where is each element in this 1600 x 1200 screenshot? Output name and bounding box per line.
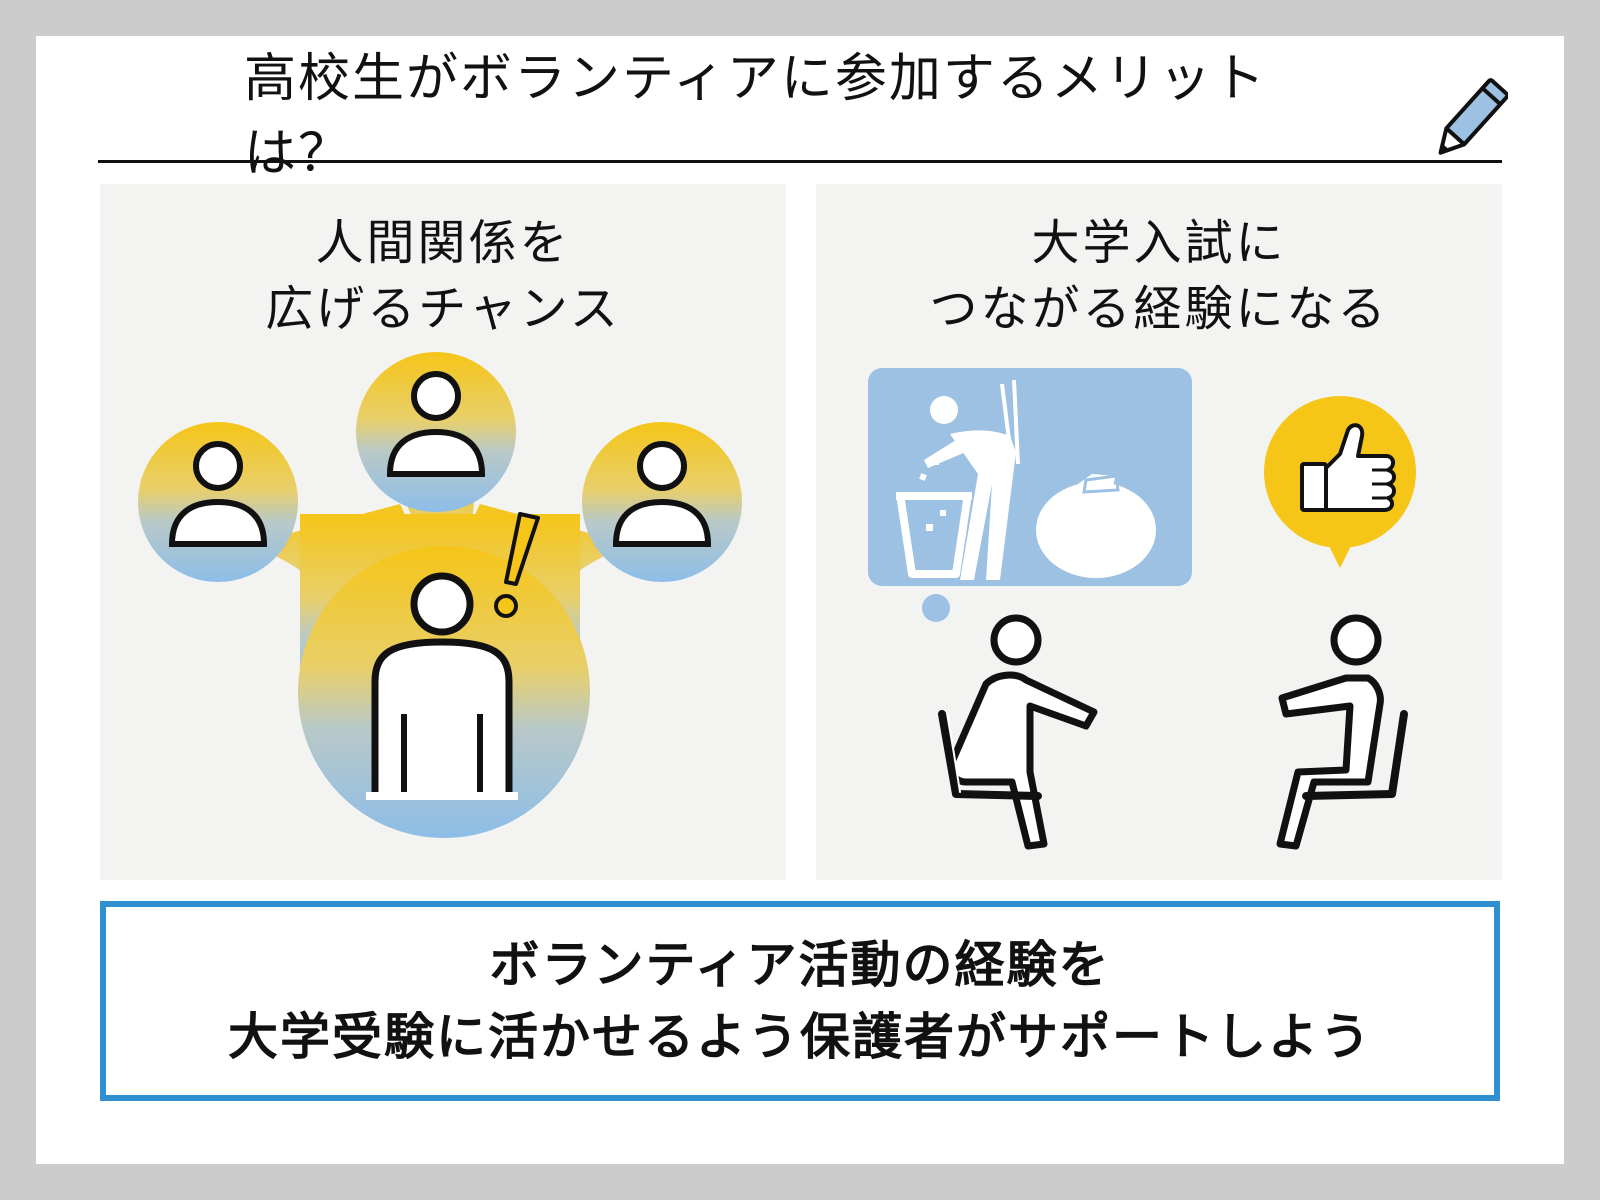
seated-person-icon	[1276, 614, 1408, 850]
seated-person-icon	[938, 614, 1098, 850]
panel-heading: 大学入試に つながる経験になる	[816, 210, 1502, 342]
heading-line-2: 広げるチャンス	[265, 281, 621, 337]
title-rule	[98, 160, 1502, 163]
panel-relationships: 人間関係を 広げるチャンス	[100, 184, 786, 880]
summary-line-2: 大学受験に活かせるよう保護者がサポートしよう	[228, 1008, 1372, 1066]
main-person-icon	[366, 572, 518, 800]
summary-box: ボランティア活動の経験を 大学受験に活かせるよう保護者がサポートしよう	[100, 901, 1500, 1101]
pencil-icon	[1438, 78, 1508, 155]
people-network-illustration	[138, 352, 742, 838]
heading-line-2: つながる経験になる	[929, 281, 1389, 337]
person-icon	[386, 371, 486, 477]
panel-university-entrance: 大学入試に つながる経験になる	[816, 184, 1502, 880]
page-title: 高校生がボランティアに参加するメリットは？	[100, 49, 1300, 184]
person-icon	[612, 441, 712, 547]
person-icon	[168, 441, 268, 547]
heading-line-1: 大学入試に	[1031, 215, 1287, 271]
exclamation-icon	[494, 512, 540, 618]
page-title-text: 高校生がボランティアに参加するメリットは？	[244, 49, 1267, 184]
trash-cleanup-icon	[896, 379, 1156, 580]
panel-heading: 人間関係を 広げるチャンス	[100, 210, 786, 342]
thumbs-up-icon	[1264, 396, 1416, 568]
summary-line-1: ボランティア活動の経験を	[489, 936, 1111, 994]
heading-line-1: 人間関係を	[315, 215, 571, 271]
interview-illustration	[868, 368, 1416, 850]
